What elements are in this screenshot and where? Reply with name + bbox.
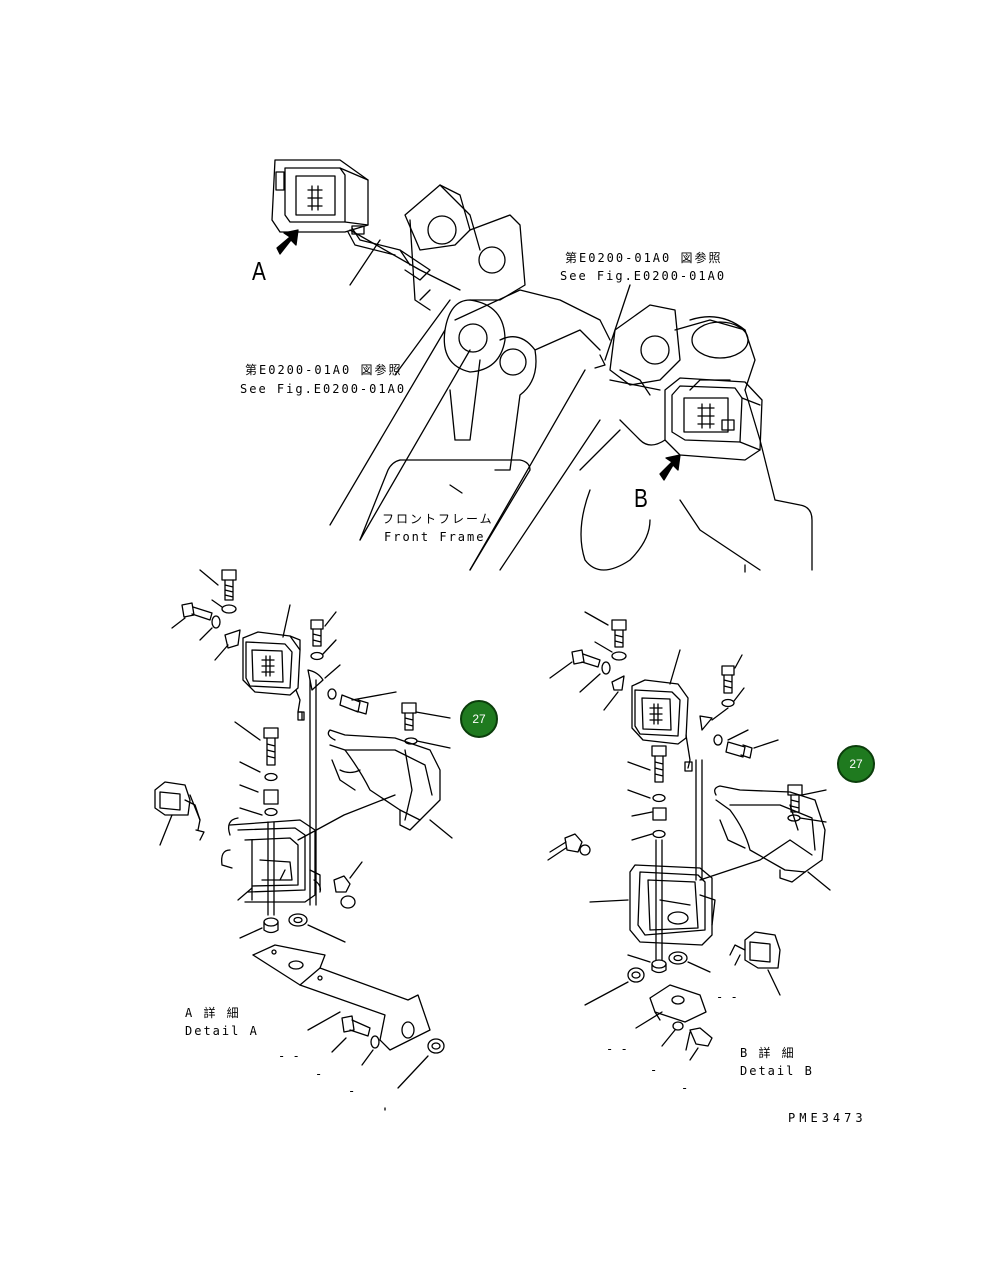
part-callout-27-detail-a[interactable]: 27 [460,700,498,738]
detail-b-exploded-view [547,611,831,1061]
detail-a-exploded-view [154,569,453,1111]
reference-jp-left: 第E0200-01A0 図参照 [245,363,403,377]
nut-icon [652,807,667,821]
work-lamp-icon [242,631,301,696]
front-frame-label-en: Front Frame [384,530,486,544]
base-plate [649,984,707,1023]
dash-mark: - - [278,1049,300,1063]
front-frame-label-jp: フロントフレーム [382,512,494,526]
work-lamp-icon [609,369,763,461]
dash-mark: - [650,1063,658,1077]
nut-icon [333,875,351,893]
bolt-icon [181,602,213,621]
bolt-icon [401,702,417,731]
front-frame-overview [271,159,813,573]
view-b-arrow-label: B [634,483,648,513]
bolt-icon [787,784,803,813]
bolt-icon [341,1015,371,1037]
base-plate [252,944,431,1051]
side-lamp [154,781,205,841]
dash-mark: - [681,1081,689,1095]
handrail-frame [221,817,322,903]
reference-en-left: See Fig.E0200-01A0 [240,382,407,396]
reference-en-right: See Fig.E0200-01A0 [560,269,727,283]
detail-b-title-en: Detail B [740,1064,814,1078]
guard-bracket [714,785,826,883]
nut-icon [263,789,279,805]
dash-mark: - [315,1067,323,1081]
arrow-icon [659,454,681,481]
reference-jp-right: 第E0200-01A0 図参照 [565,251,723,265]
work-lamp-icon [631,679,689,745]
detail-a-title-en: Detail A [185,1024,259,1038]
bolt-icon [725,741,753,759]
bolt-icon [310,619,324,647]
bolt-icon [611,619,627,648]
bolt-icon [571,649,601,668]
bolt-icon [685,1027,713,1051]
dash-mark: - - [606,1042,628,1056]
part-callout-27-detail-b[interactable]: 27 [837,745,875,783]
dash-mark: - [348,1084,356,1098]
bolt-icon [721,665,735,694]
guard-bracket [327,729,441,831]
view-a-arrow-label: A [252,256,266,286]
washer-icon [221,604,237,614]
work-lamp-icon [271,159,461,291]
handrail-frame [629,864,716,946]
bolt-icon [651,745,667,783]
detail-a-title-jp: A 詳 細 [185,1006,241,1020]
drawing-code: PME3473 [788,1111,867,1125]
bolt-icon [221,569,237,601]
nut-icon [564,833,583,853]
detail-b-title-jp: B 詳 細 [740,1046,796,1060]
bolt-icon [263,727,279,766]
dash-mark: - - [716,990,738,1004]
arrow-icon [276,229,299,255]
side-lamp [729,931,781,969]
